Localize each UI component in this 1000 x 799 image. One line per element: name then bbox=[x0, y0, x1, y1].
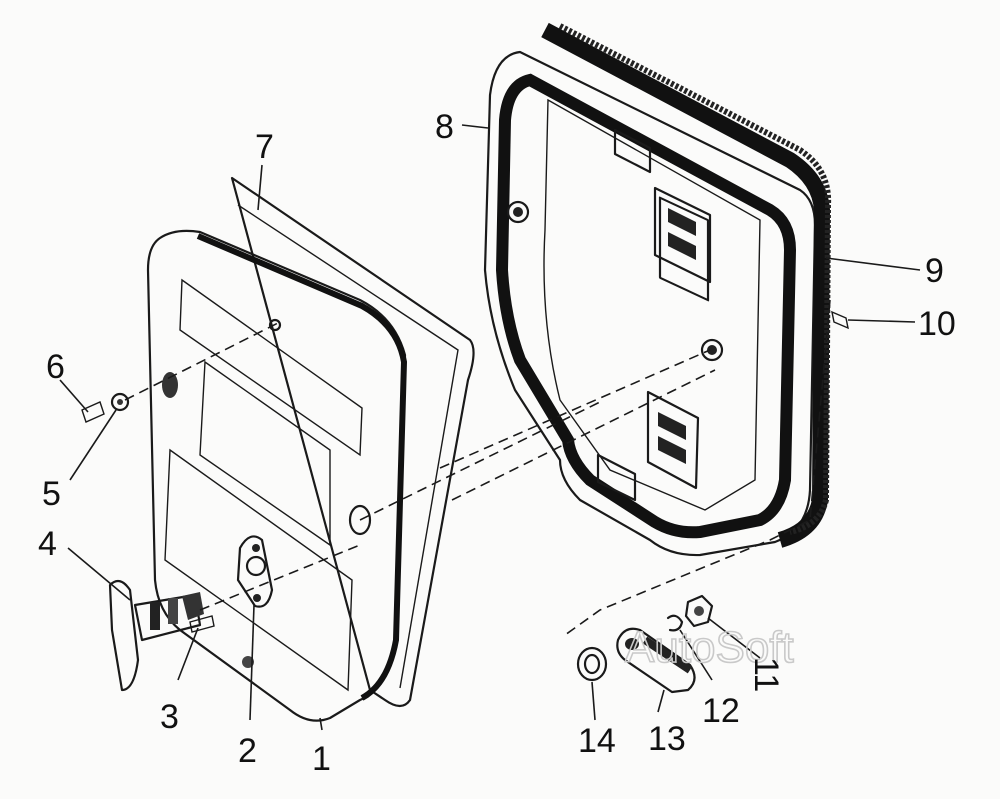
callout-8: 8 bbox=[435, 108, 454, 146]
callout-6: 6 bbox=[46, 348, 65, 386]
watermark-text: AutoSoft bbox=[625, 623, 794, 672]
callout-12: 12 bbox=[702, 692, 740, 730]
callout-5: 5 bbox=[42, 475, 61, 513]
gasket-part-7 bbox=[230, 176, 475, 708]
callout-4: 4 bbox=[38, 525, 57, 563]
handle-part-4 bbox=[108, 579, 204, 692]
callout-2: 2 bbox=[238, 732, 257, 770]
leader-lines bbox=[59, 124, 921, 731]
callout-10: 10 bbox=[918, 305, 956, 343]
screw-part-6 bbox=[81, 401, 105, 423]
callout-3: 3 bbox=[160, 698, 179, 736]
callout-1: 1 bbox=[312, 740, 331, 778]
nut-part-11 bbox=[684, 594, 714, 628]
callout-9: 9 bbox=[925, 252, 944, 290]
callout-11: 11 bbox=[747, 657, 785, 692]
cable-lug-part-13 bbox=[616, 627, 696, 694]
lock-washer-part-12 bbox=[666, 614, 684, 632]
assembly-lines bbox=[124, 299, 831, 636]
cover-plate-part-1 bbox=[146, 229, 408, 722]
callout-7: 7 bbox=[255, 128, 274, 166]
screw-part-3 bbox=[189, 615, 215, 633]
callout-14: 14 bbox=[578, 722, 616, 760]
screw-part-10 bbox=[831, 310, 849, 330]
housing-part-8 bbox=[483, 22, 831, 557]
washer-part-5 bbox=[110, 392, 130, 412]
callout-labels: 1 2 3 4 5 6 7 8 9 10 11 12 13 14 bbox=[38, 108, 956, 778]
callout-13: 13 bbox=[648, 720, 686, 758]
washer-part-14 bbox=[576, 646, 608, 682]
seal-part-9 bbox=[558, 23, 832, 535]
